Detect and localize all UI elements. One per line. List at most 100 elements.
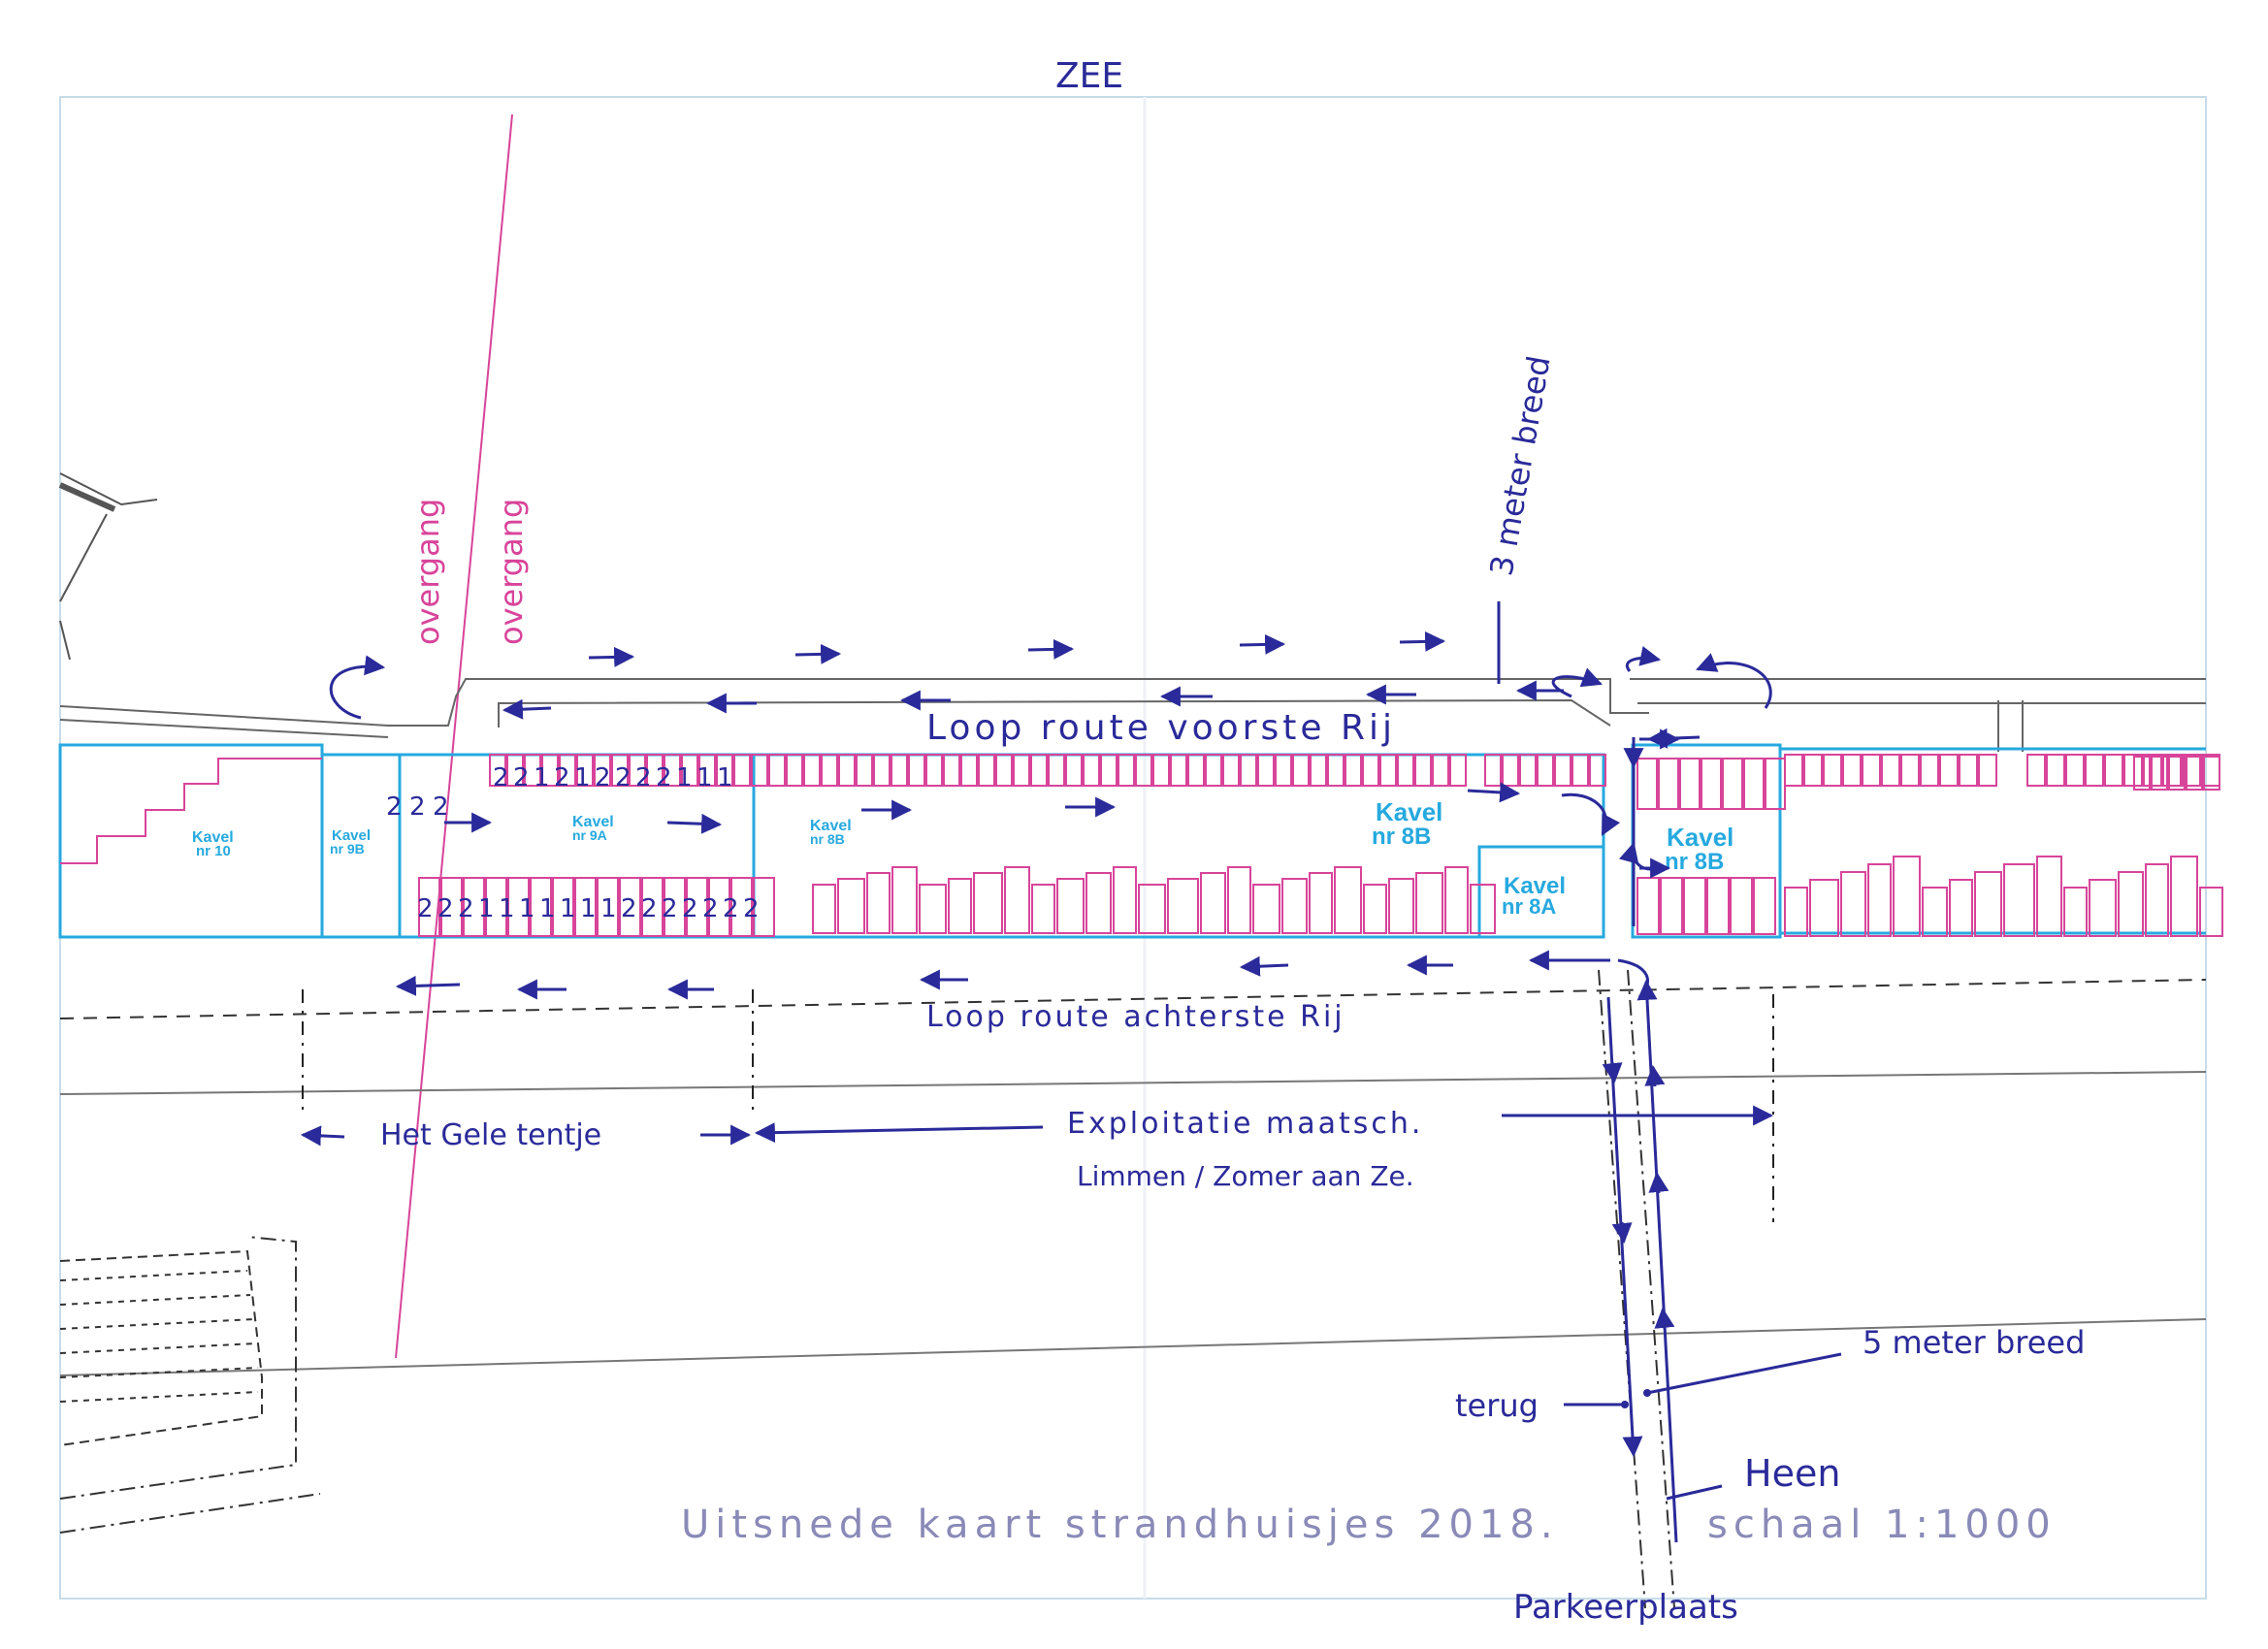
- back-hut: [1784, 887, 1808, 937]
- back-hut: [1706, 877, 1730, 935]
- building-top-left: [58, 472, 158, 661]
- front-hut: [1823, 754, 1842, 787]
- back-hut-number-9: 1: [600, 894, 617, 923]
- back-hut: [1363, 884, 1387, 934]
- front-hut: [1658, 758, 1679, 810]
- plot-number-8b-small: nr 8B: [810, 831, 845, 847]
- front-hut: [2182, 754, 2201, 787]
- back-hut: [708, 877, 730, 937]
- back-hut: [2089, 879, 2117, 937]
- plot-number-10: nr 10: [196, 843, 231, 859]
- front-hut: [664, 754, 681, 787]
- back-hut: [1309, 872, 1333, 934]
- route-front-label: Loop route voorste Rij: [926, 708, 1396, 748]
- plot-label-8a: Kavel: [1504, 873, 1566, 899]
- back-hut: [1085, 872, 1112, 934]
- front-hut: [2133, 756, 2151, 791]
- front-boundary: [59, 678, 2206, 752]
- plot-label-9b: Kavel: [332, 827, 371, 844]
- front-hut: [891, 754, 908, 787]
- back-hut-number-8: 1: [580, 894, 597, 923]
- crossing-label-2: overgang: [493, 499, 530, 645]
- front-hut: [1257, 754, 1275, 787]
- front-hut: [1205, 754, 1222, 787]
- route-back-label: Loop route achterste Rij: [926, 1000, 1345, 1034]
- back-hut-number-2: 2: [458, 894, 474, 923]
- front-hut: [716, 754, 733, 787]
- back-hut: [641, 877, 664, 937]
- width-note-bottom: 5 meter breed: [1863, 1324, 2085, 1361]
- front-row-huts: [489, 754, 2220, 810]
- front-hut: [768, 754, 786, 787]
- plot-number-8a: nr 8A: [1502, 894, 1556, 919]
- front-hut: [1765, 758, 1786, 810]
- front-hut: [856, 754, 873, 787]
- back-hut: [2170, 856, 2198, 937]
- front-hut: [2151, 756, 2168, 791]
- label-there-leader: [1666, 1484, 1723, 1501]
- route-arrows: [329, 630, 1772, 1000]
- front-hut: [995, 754, 1013, 787]
- front-hut-number-10: 1: [697, 763, 713, 792]
- back-hut: [2145, 863, 2169, 937]
- front-hut: [1881, 754, 1900, 787]
- front-hut: [1842, 754, 1862, 787]
- back-hut: [552, 877, 574, 937]
- front-hut: [1537, 754, 1554, 787]
- front-hut: [1939, 754, 1959, 787]
- front-hut: [1784, 754, 1803, 787]
- back-hut: [1867, 863, 1892, 937]
- front-hut: [576, 754, 594, 787]
- front-hut: [489, 754, 506, 787]
- label-back: terug: [1455, 1387, 1539, 1424]
- back-hut: [1922, 887, 1948, 937]
- front-hut: [1275, 754, 1292, 787]
- front-hut: [1862, 754, 1881, 787]
- front-hut: [1240, 754, 1257, 787]
- width-note-bottom-leader: [1646, 1352, 1842, 1395]
- front-hut: [1571, 754, 1589, 787]
- front-hut: [1013, 754, 1030, 787]
- access-path: [1598, 969, 1678, 1609]
- back-hut: [1660, 877, 1683, 935]
- map-title: Uitsnede kaart strandhuisjes 2018.: [681, 1503, 1559, 1547]
- back-hut: [1167, 878, 1199, 934]
- front-hut: [1554, 754, 1571, 787]
- back-hut: [1840, 871, 1866, 937]
- back-hut-number-5: 1: [519, 894, 535, 923]
- front-hut: [1636, 758, 1658, 810]
- front-hut: [1187, 754, 1205, 787]
- back-hut: [1031, 884, 1055, 934]
- back-hut: [1113, 866, 1137, 934]
- back-hut: [891, 866, 918, 934]
- front-hut: [646, 754, 664, 787]
- back-hut: [440, 877, 463, 937]
- front-hut: [681, 754, 698, 787]
- front-hut: [2104, 754, 2123, 787]
- front-hut: [1920, 754, 1939, 787]
- label-back-dot: [1621, 1401, 1629, 1408]
- crossing-line: [395, 113, 513, 1359]
- back-hut-number-16: 2: [743, 894, 760, 923]
- front-hut: [1222, 754, 1240, 787]
- front-hut: [960, 754, 978, 787]
- label-there: Heen: [1744, 1452, 1840, 1495]
- width-note-bottom-dot: [1643, 1389, 1651, 1397]
- parking-label: Parkeerplaats: [1513, 1588, 1738, 1627]
- front-hut: [821, 754, 838, 787]
- back-hut-number-10: 2: [621, 894, 637, 923]
- front-hut-number-4: 1: [574, 763, 591, 792]
- front-hut: [1327, 754, 1345, 787]
- back-hut: [1730, 877, 1753, 935]
- front-hut: [1100, 754, 1118, 787]
- cluster-hut-number-0: 2: [386, 792, 403, 822]
- front-hut: [2186, 756, 2203, 791]
- back-hut: [2118, 871, 2144, 937]
- back-hut: [866, 872, 891, 934]
- back-hut: [812, 884, 836, 934]
- sea-label: ZEE: [1055, 56, 1123, 96]
- back-hut: [597, 877, 619, 937]
